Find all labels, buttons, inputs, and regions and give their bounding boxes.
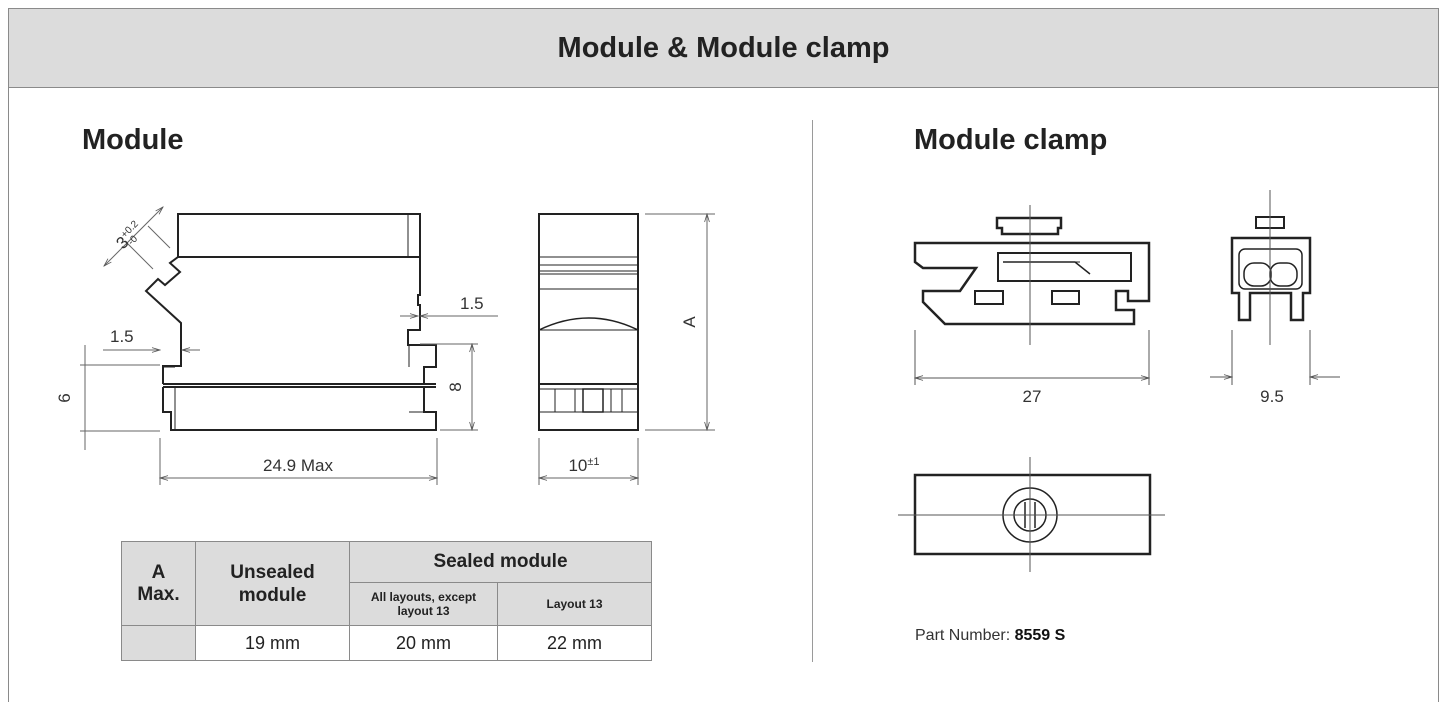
a-max-empty-cell bbox=[121, 625, 196, 661]
clamp-front-dimension-lines bbox=[915, 205, 1149, 385]
module-front-view bbox=[538, 213, 639, 431]
section-divider bbox=[812, 120, 813, 662]
module-dimension-lines bbox=[80, 207, 498, 485]
module-front-dimension-lines bbox=[539, 214, 715, 485]
value-unsealed: 19 mm bbox=[195, 625, 350, 661]
dim-width: 24.9 Max bbox=[263, 456, 333, 475]
dim-9-5: 9.5 bbox=[1260, 387, 1284, 406]
dim-6: 6 bbox=[55, 393, 74, 402]
page-title: Module & Module clamp bbox=[9, 9, 1438, 88]
clamp-side-view bbox=[1230, 216, 1312, 322]
value-layout-13: 22 mm bbox=[497, 625, 652, 661]
dim-depth: 10±1 bbox=[568, 456, 599, 475]
part-number: Part Number: 8559 S bbox=[915, 627, 1066, 644]
part-number-value: 8559 S bbox=[1014, 627, 1066, 644]
all-layouts-header: All layouts, except layout 13 bbox=[349, 582, 498, 626]
a-max-header: A Max. bbox=[121, 541, 196, 626]
value-all-layouts: 20 mm bbox=[349, 625, 498, 661]
page-frame bbox=[8, 8, 1439, 702]
module-title: Module bbox=[82, 124, 184, 156]
sealed-header: Sealed module bbox=[349, 541, 652, 583]
clamp-front-view bbox=[913, 216, 1151, 326]
dim-1-5-right: 1.5 bbox=[460, 294, 484, 313]
dim-27: 27 bbox=[1023, 387, 1042, 406]
dim-1-5-left: 1.5 bbox=[110, 327, 134, 346]
unsealed-header: Unsealed module bbox=[195, 541, 350, 626]
layout-13-header: Layout 13 bbox=[497, 582, 652, 626]
a-dimension-table: A Max. Unsealed module Sealed module All… bbox=[121, 541, 652, 661]
clamp-top-centerlines bbox=[898, 457, 1165, 572]
module-clamp-title: Module clamp bbox=[914, 124, 1108, 156]
dim-tolerance: 3+0.2-0 bbox=[112, 218, 148, 254]
module-side-view bbox=[144, 213, 437, 431]
dim-a: A bbox=[680, 316, 699, 328]
dim-8: 8 bbox=[446, 382, 465, 391]
clamp-side-dimension-lines bbox=[1210, 190, 1340, 385]
